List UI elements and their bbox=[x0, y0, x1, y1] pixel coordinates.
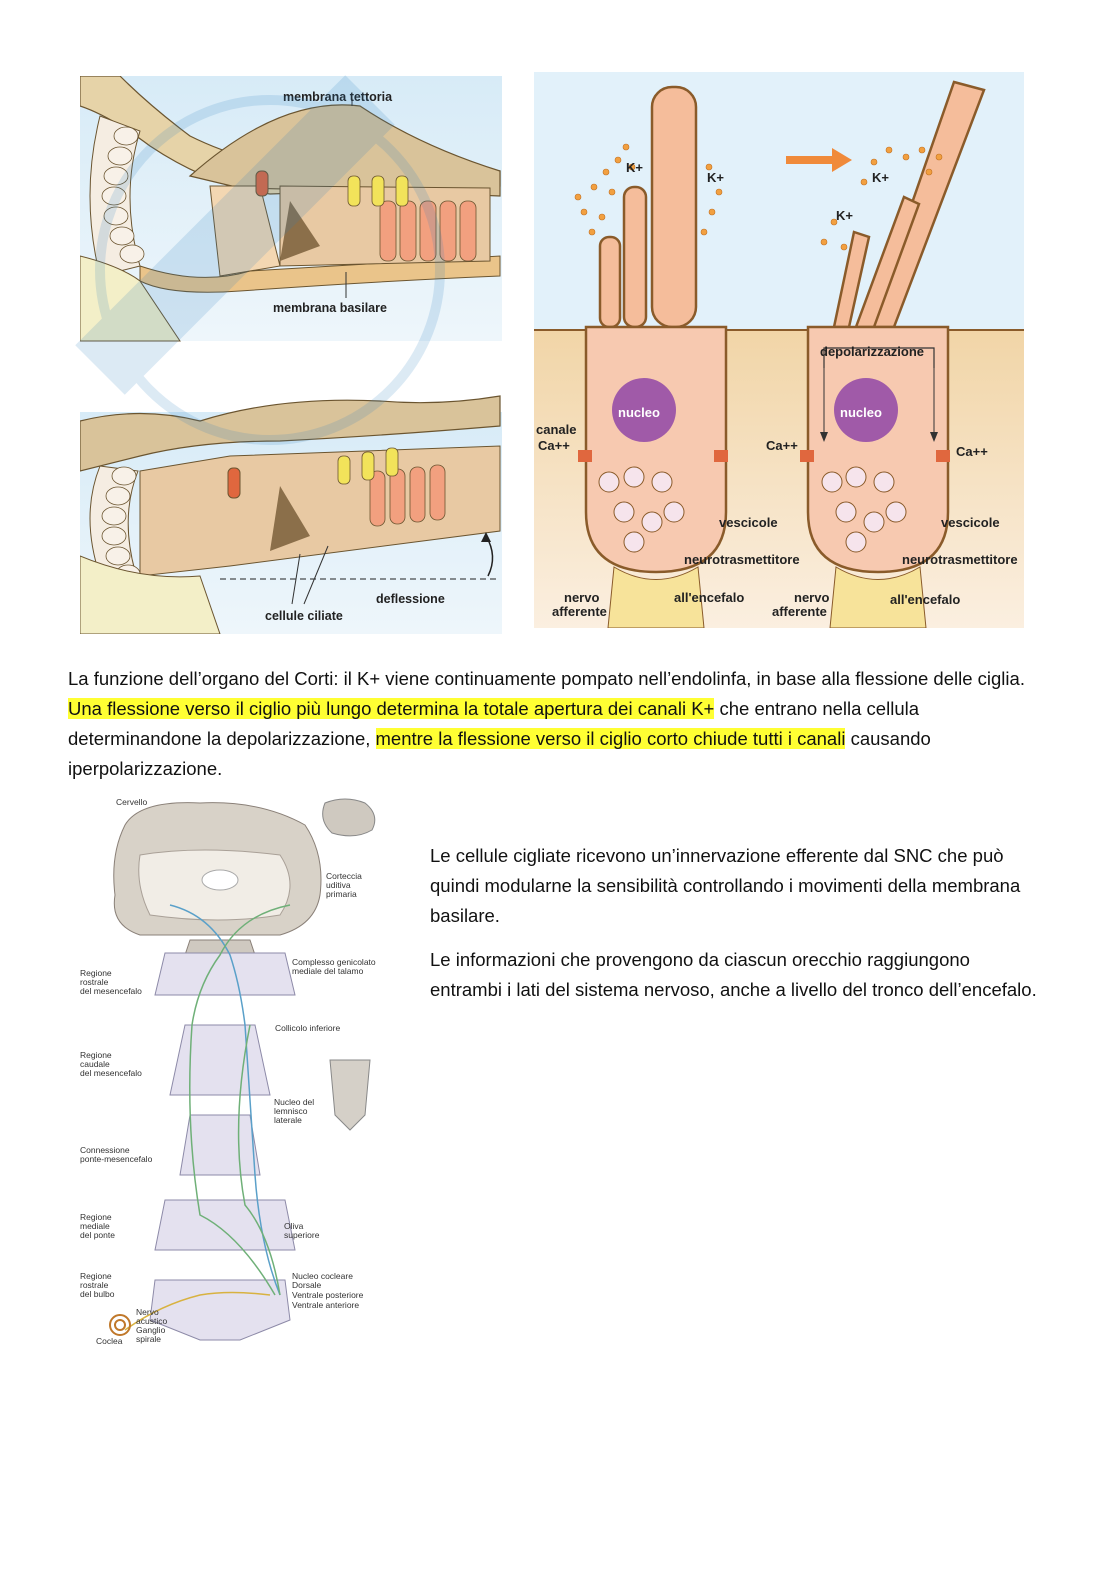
label-ca-2: Ca++ bbox=[766, 438, 798, 453]
lbl-cocleare-1: Nucleo cocleare bbox=[292, 1271, 353, 1281]
highlight-2: mentre la flessione verso il ciglio cort… bbox=[375, 728, 846, 749]
lbl-reg-mediale-2: mediale bbox=[80, 1221, 110, 1231]
lbl-lemnisco-1: Nucleo del bbox=[274, 1097, 314, 1107]
text-efferent: Le cellule cigliate ricevono un’innervaz… bbox=[430, 845, 1021, 926]
lbl-cocleare-2: Dorsale bbox=[292, 1280, 322, 1290]
corti-figure: membrana tettoria membrana basilare cell… bbox=[80, 76, 502, 634]
label-nucleo-2: nucleo bbox=[840, 405, 882, 420]
lbl-reg-mediale-1: Regione bbox=[80, 1212, 112, 1222]
hair-cell-depolarized bbox=[800, 80, 986, 628]
text-middle: che entrano nella cellula determinandone… bbox=[68, 698, 920, 749]
lbl-lemnisco-2: lemnisco bbox=[274, 1106, 308, 1116]
label-neurotrasmettitore-2: neurotrasmettitore bbox=[902, 552, 1018, 567]
label-encefalo-2: all'encefalo bbox=[890, 592, 960, 607]
lbl-cervello: Cervello bbox=[116, 797, 147, 807]
label-nervo-1: nervo bbox=[564, 590, 599, 605]
text-intro: La funzione dell’organo del Corti: il K+… bbox=[68, 668, 1025, 689]
label-afferente-1: afferente bbox=[552, 604, 607, 619]
lbl-cocleare-4: Ventrale anteriore bbox=[292, 1300, 359, 1310]
label-k-plus-3: K+ bbox=[872, 170, 889, 185]
label-vescicole-2: vescicole bbox=[941, 515, 1000, 530]
lbl-reg-bulbo-3: del bulbo bbox=[80, 1289, 115, 1299]
lbl-nervo-acustico-2: acustico bbox=[136, 1316, 167, 1326]
lbl-reg-mediale-3: del ponte bbox=[80, 1230, 115, 1240]
lbl-reg-caudale-3: del mesencefalo bbox=[80, 1068, 142, 1078]
label-k-plus-4: K+ bbox=[836, 208, 853, 223]
lbl-reg-caudale-1: Regione bbox=[80, 1050, 112, 1060]
label-depolarizzazione: depolarizzazione bbox=[820, 344, 924, 359]
label-afferente-2: afferente bbox=[772, 604, 827, 619]
lbl-connessione-1: Connessione bbox=[80, 1145, 130, 1155]
lbl-connessione-2: ponte-mesencefalo bbox=[80, 1154, 153, 1164]
label-k-plus-1: K+ bbox=[626, 160, 643, 175]
lbl-complesso-1: Complesso genicolato bbox=[292, 957, 376, 967]
label-deflessione: deflessione bbox=[376, 592, 445, 606]
lbl-oliva-1: Oliva bbox=[284, 1221, 304, 1231]
text-bilateral: Le informazioni che provengono da ciascu… bbox=[430, 949, 1037, 1000]
lbl-reg-bulbo-1: Regione bbox=[80, 1271, 112, 1281]
lbl-collicolo: Collicolo inferiore bbox=[275, 1023, 340, 1033]
lbl-ganglio-2: spirale bbox=[136, 1334, 161, 1344]
lbl-corteccia-1: Corteccia bbox=[326, 871, 362, 881]
label-encefalo-1: all'encefalo bbox=[674, 590, 744, 605]
label-cellule-ciliate: cellule ciliate bbox=[265, 609, 343, 623]
label-ca-3: Ca++ bbox=[956, 444, 988, 459]
paragraph-corti: La funzione dell’organo del Corti: il K+… bbox=[68, 664, 1028, 784]
lbl-reg-rostrale-mes-3: del mesencefalo bbox=[80, 986, 142, 996]
lbl-reg-rostrale-mes-1: Regione bbox=[80, 968, 112, 978]
lbl-reg-rostrale-mes-2: rostrale bbox=[80, 977, 109, 987]
label-k-plus-2: K+ bbox=[707, 170, 724, 185]
lbl-lemnisco-3: laterale bbox=[274, 1115, 302, 1125]
label-neurotrasmettitore-1: neurotrasmettitore bbox=[684, 552, 800, 567]
label-ca-1: Ca++ bbox=[538, 438, 570, 453]
lbl-ganglio-1: Ganglio bbox=[136, 1325, 166, 1335]
highlight-1: Una flessione verso il ciglio più lungo … bbox=[68, 698, 715, 719]
lbl-corteccia-3: primaria bbox=[326, 889, 357, 899]
lbl-corteccia-2: uditiva bbox=[326, 880, 351, 890]
paragraph-efferent: Le cellule cigliate ricevono un’innervaz… bbox=[430, 841, 1045, 1005]
lbl-complesso-2: mediale del talamo bbox=[292, 966, 364, 976]
lbl-coclea: Coclea bbox=[96, 1336, 123, 1346]
lbl-reg-bulbo-2: rostrale bbox=[80, 1280, 109, 1290]
label-membrana-tettoria: membrana tettoria bbox=[283, 90, 393, 104]
label-membrana-basilare: membrana basilare bbox=[273, 301, 387, 315]
arrow-icon bbox=[786, 148, 852, 172]
text-end: causando iperpolarizzazione. bbox=[68, 728, 931, 779]
hair-cell-figure: K+ K+ K+ K+ depolarizzazione nucleo nucl… bbox=[534, 72, 1024, 628]
lbl-reg-caudale-2: caudale bbox=[80, 1059, 110, 1069]
lbl-nervo-acustico-1: Nervo bbox=[136, 1307, 159, 1317]
hair-cell-resting bbox=[574, 85, 728, 628]
label-vescicole-1: vescicole bbox=[719, 515, 778, 530]
lbl-oliva-2: superiore bbox=[284, 1230, 320, 1240]
label-canale: canale bbox=[536, 422, 576, 437]
auditory-pathway-figure: Cervello Corteccia uditiva primaria Comp… bbox=[80, 797, 376, 1346]
label-nucleo-1: nucleo bbox=[618, 405, 660, 420]
label-nervo-2: nervo bbox=[794, 590, 829, 605]
lbl-cocleare-3: Ventrale posteriore bbox=[292, 1290, 364, 1300]
